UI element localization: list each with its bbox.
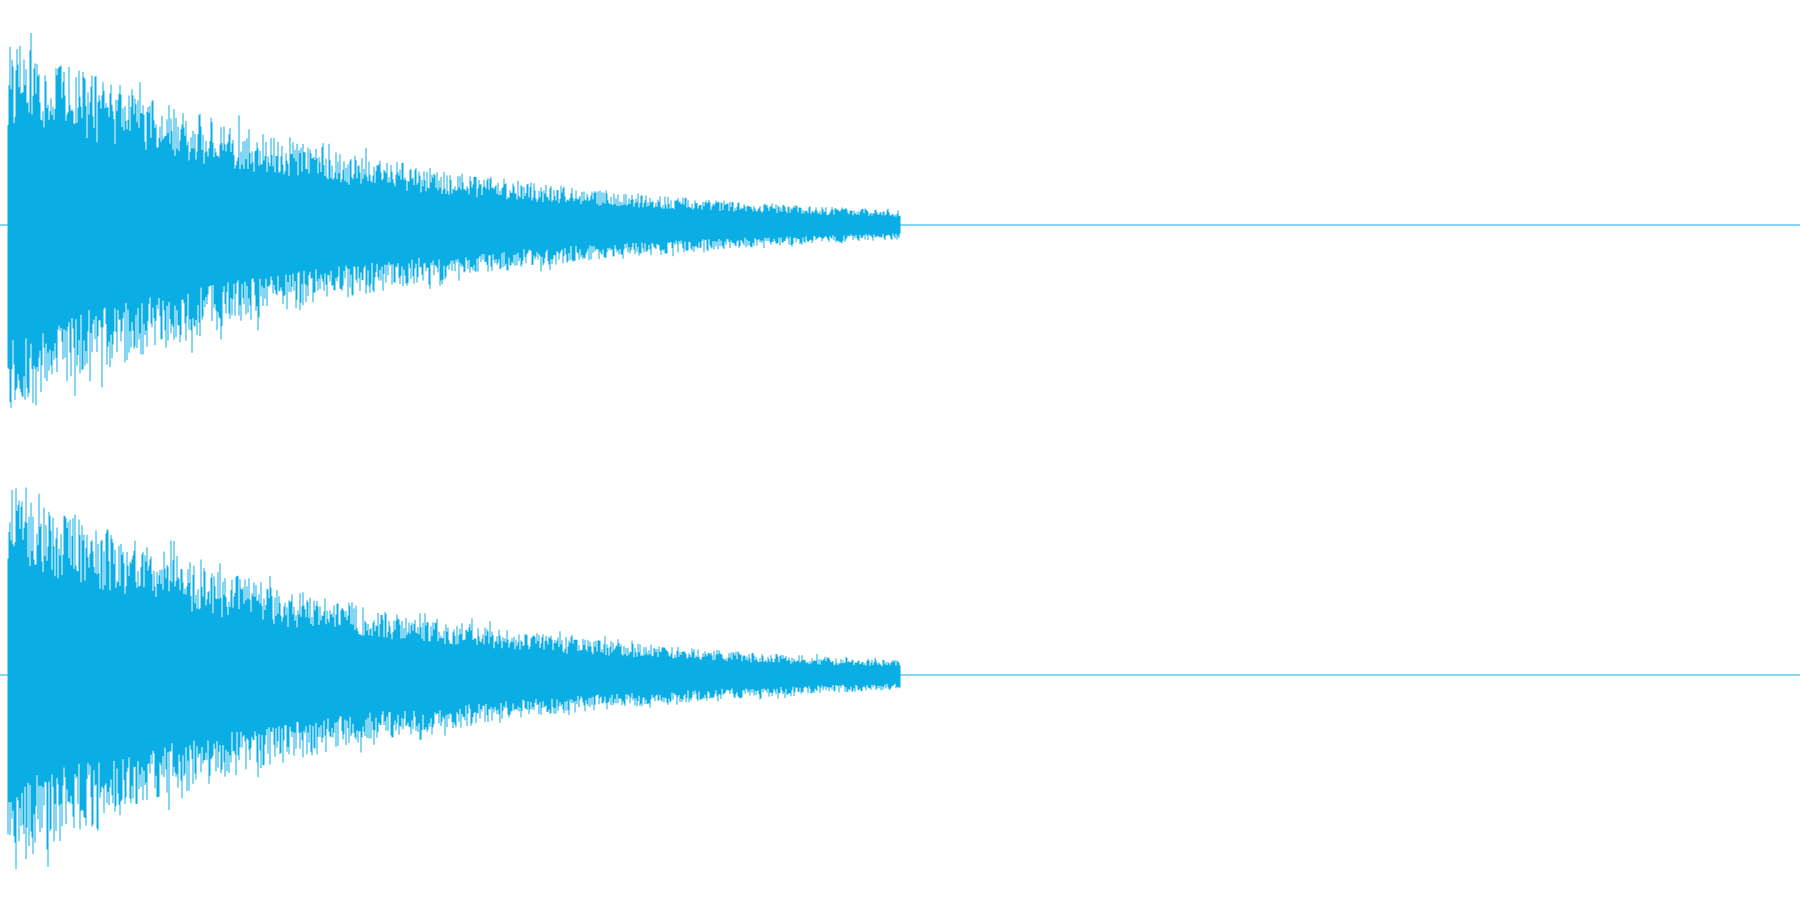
waveform-channel-right-svg	[0, 487, 1800, 869]
waveform-channel-left-svg	[0, 33, 1800, 408]
waveform-left	[7, 33, 901, 408]
channel-left[interactable]	[0, 0, 1800, 450]
channel-right[interactable]	[0, 450, 1800, 900]
waveform-right	[7, 487, 901, 869]
